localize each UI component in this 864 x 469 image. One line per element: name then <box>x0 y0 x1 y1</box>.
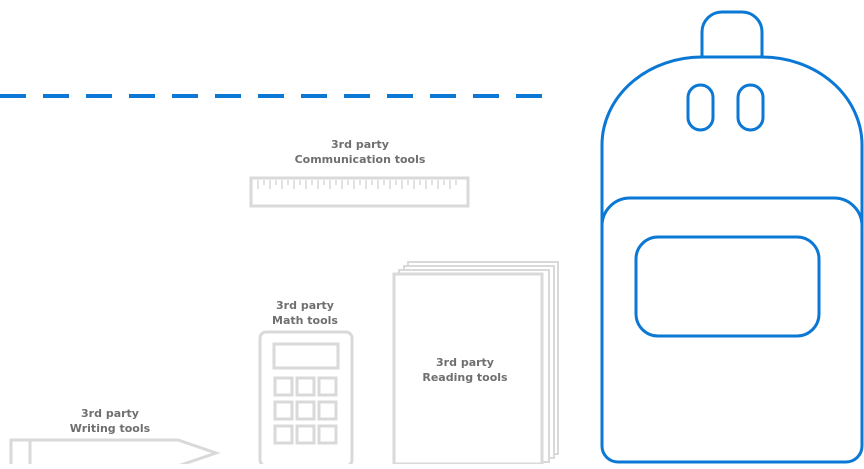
backpack-handle <box>700 10 764 57</box>
reading-tools-line2: Reading tools <box>422 371 508 384</box>
pencil-icon <box>9 438 221 468</box>
calculator-screen <box>272 342 340 370</box>
communication-tools-label: 3rd party Communication tools <box>250 137 470 167</box>
ruler-ticks <box>257 180 457 189</box>
calculator-key <box>273 400 294 421</box>
communication-tools-line1: 3rd party <box>331 138 389 151</box>
calculator-key <box>317 424 338 445</box>
writing-tools-line1: 3rd party <box>81 407 139 420</box>
calculator-keys <box>273 376 338 445</box>
calculator-icon <box>258 330 354 468</box>
math-tools-line2: Math tools <box>272 314 338 327</box>
backpack-icon <box>600 10 864 464</box>
backpack-body <box>600 55 864 464</box>
communication-tools-line2: Communication tools <box>294 153 426 166</box>
writing-tools-label: 3rd party Writing tools <box>40 406 180 436</box>
math-tools-line1: 3rd party <box>276 299 334 312</box>
book-icon <box>392 261 559 466</box>
math-tools-label: 3rd party Math tools <box>250 298 360 328</box>
ruler-icon <box>249 176 470 208</box>
ruler-body <box>249 176 470 208</box>
calculator-key <box>317 376 338 397</box>
backpack-front-pocket <box>600 196 864 227</box>
calculator-key <box>273 424 294 445</box>
backpack-inner-pocket <box>634 235 821 338</box>
calculator-key <box>295 376 316 397</box>
writing-tools-line2: Writing tools <box>69 422 151 435</box>
pencil-body <box>9 438 221 468</box>
reading-tools-label: 3rd party Reading tools <box>395 355 535 385</box>
calculator-key <box>295 424 316 445</box>
calculator-key <box>273 376 294 397</box>
book-cover <box>392 272 544 466</box>
backpack-eye-left <box>686 83 715 132</box>
calculator-key <box>295 400 316 421</box>
reading-tools-line1: 3rd party <box>436 356 494 369</box>
calculator-key <box>317 400 338 421</box>
backpack-eye-right <box>736 83 765 132</box>
